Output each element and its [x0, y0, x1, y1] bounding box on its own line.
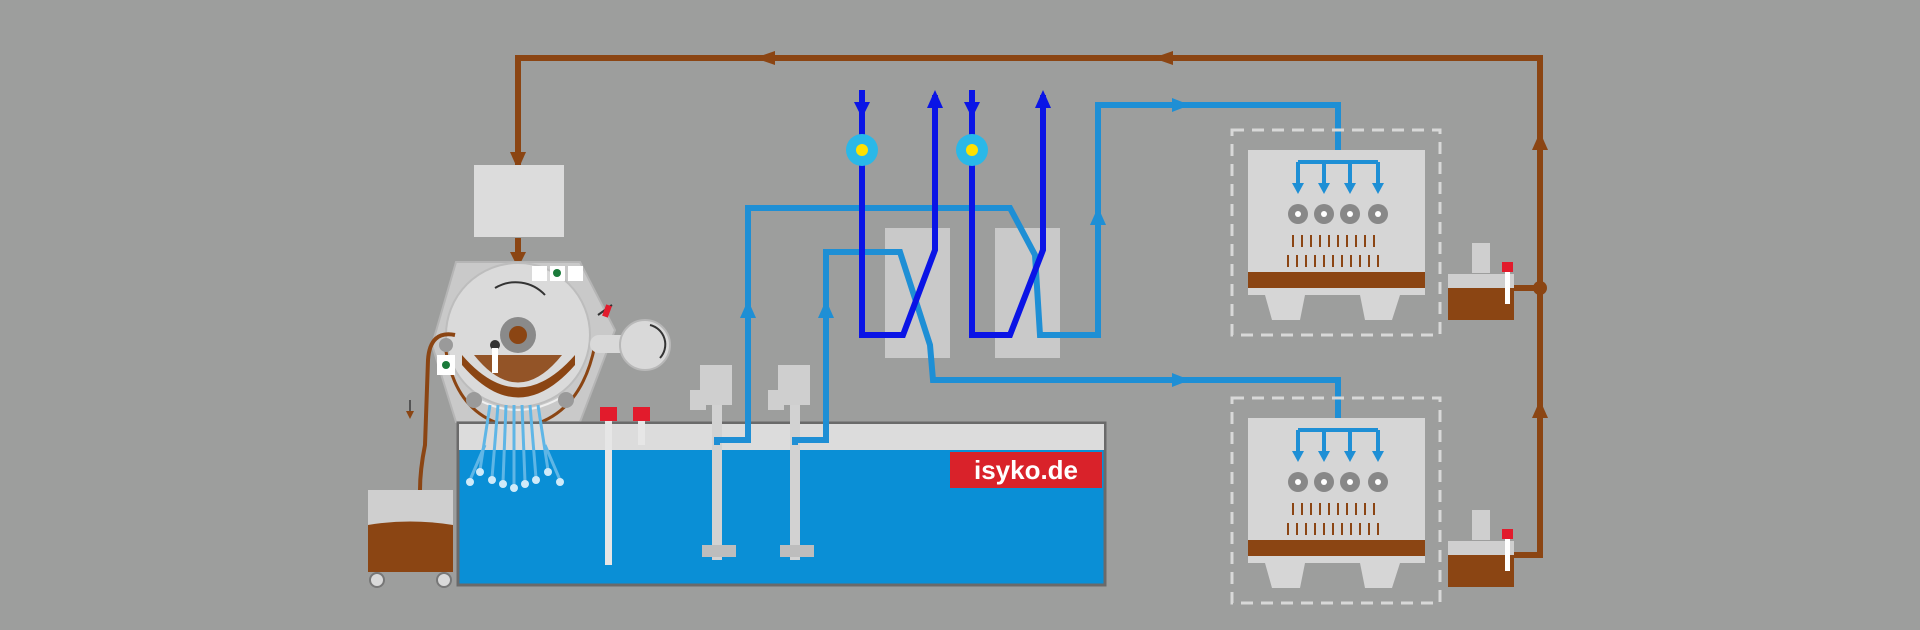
cooling-arrow-up-1: [927, 90, 943, 108]
cooling-water-arrows: [854, 90, 1051, 118]
grinding-wheels: [1288, 472, 1388, 492]
filter-control-panel: [532, 266, 583, 281]
flow-meter-2: [956, 134, 988, 166]
feed-box: [474, 165, 564, 237]
tank-sensor-1: [600, 407, 617, 421]
brand-label: isyko.de: [974, 455, 1078, 485]
cooling-in-1: [859, 90, 938, 338]
sludge-arrow-left-2: [1153, 51, 1173, 65]
flow-meter-1: [846, 134, 878, 166]
return-tank-2: [1448, 510, 1514, 587]
machine-enclosure-dashed: [1230, 396, 1442, 605]
return-pump-sensor: [1502, 262, 1513, 272]
machine-enclosure-dashed: [1230, 128, 1442, 337]
chip-fall-arrows: [1287, 235, 1379, 267]
cooling-in-2: [969, 90, 1046, 338]
filter-drive-motor: [590, 319, 671, 371]
drain-valve-stem: [492, 348, 498, 373]
clean-tank: [456, 407, 1107, 587]
lift-pump-1: [690, 365, 736, 560]
sludge-arrow-down-feed: [510, 152, 526, 170]
machine-tool-1: [1230, 128, 1442, 337]
return-tank-1: [1448, 243, 1514, 320]
machine-tool-2: [1230, 396, 1442, 605]
return-pump-sensor: [1502, 529, 1513, 539]
coolant-line-pump2: [792, 249, 1341, 445]
coolant-arrow-right-1: [1172, 98, 1190, 112]
scraper-marker: [602, 304, 612, 318]
sludge-arrow-up-1: [1532, 132, 1548, 150]
belt-filter: [430, 261, 671, 430]
lift-pump-2: [768, 365, 814, 560]
brand-logo: isyko.de: [950, 452, 1102, 488]
return-pump-motor: [1472, 243, 1490, 273]
cooling-water-lines: [859, 90, 1046, 338]
filter-rotation-arrow-icon: [494, 281, 546, 296]
return-pump-motor: [1472, 510, 1490, 540]
coolant-arrow-up-2: [818, 300, 834, 318]
sludge-discharge-line: [418, 332, 456, 491]
cart-wheel-2: [436, 572, 452, 588]
filtrate-spray: [468, 404, 562, 486]
coolant-arrow-up-3: [1090, 207, 1106, 225]
coolant-arrow-up-1: [740, 300, 756, 318]
filter-roller-3: [439, 338, 453, 352]
chip-fall-arrows: [1287, 503, 1379, 535]
indicator-lamp-icon: [553, 269, 561, 277]
tank-sensor-stem: [638, 420, 645, 445]
nozzle-header: [1296, 428, 1380, 453]
grinding-wheels: [1288, 204, 1388, 224]
filter-roller-1: [466, 392, 482, 408]
coolant-flow-arrows: [740, 98, 1190, 387]
motor-rotation-arrow-icon: [649, 324, 667, 359]
cooling-arrow-up-2: [1035, 90, 1051, 108]
return-pump-stem: [1505, 535, 1510, 571]
machine-sludge-tray: [1248, 272, 1425, 288]
sludge-arrow-up-2: [1532, 400, 1548, 418]
filtrate-spray-tips: [466, 468, 564, 492]
cart-wheel-1: [369, 572, 385, 588]
sludge-arrow-left-1: [755, 51, 775, 65]
drum-hub-core: [509, 326, 527, 344]
return-pump-stem: [1505, 268, 1510, 304]
cooling-arrow-down-2: [964, 102, 980, 118]
coolant-arrow-right-2: [1172, 373, 1190, 387]
tank-level-probe: [605, 420, 612, 565]
drain-valve-icon: [490, 340, 500, 350]
machine-sludge-tray: [1248, 540, 1425, 556]
sludge-cart: [368, 490, 453, 588]
sludge-arrow-down-drum: [510, 252, 526, 268]
filter-sludge-bath: [462, 355, 575, 398]
sludge-junction-dot: [1533, 281, 1547, 295]
cooling-arrow-down-1: [854, 102, 870, 118]
tank-sensor-2: [633, 407, 650, 421]
filter-roller-2: [558, 392, 574, 408]
side-panel-lamp-icon: [442, 361, 450, 369]
nozzle-header: [1296, 160, 1380, 185]
tank-lid: [459, 424, 1104, 450]
